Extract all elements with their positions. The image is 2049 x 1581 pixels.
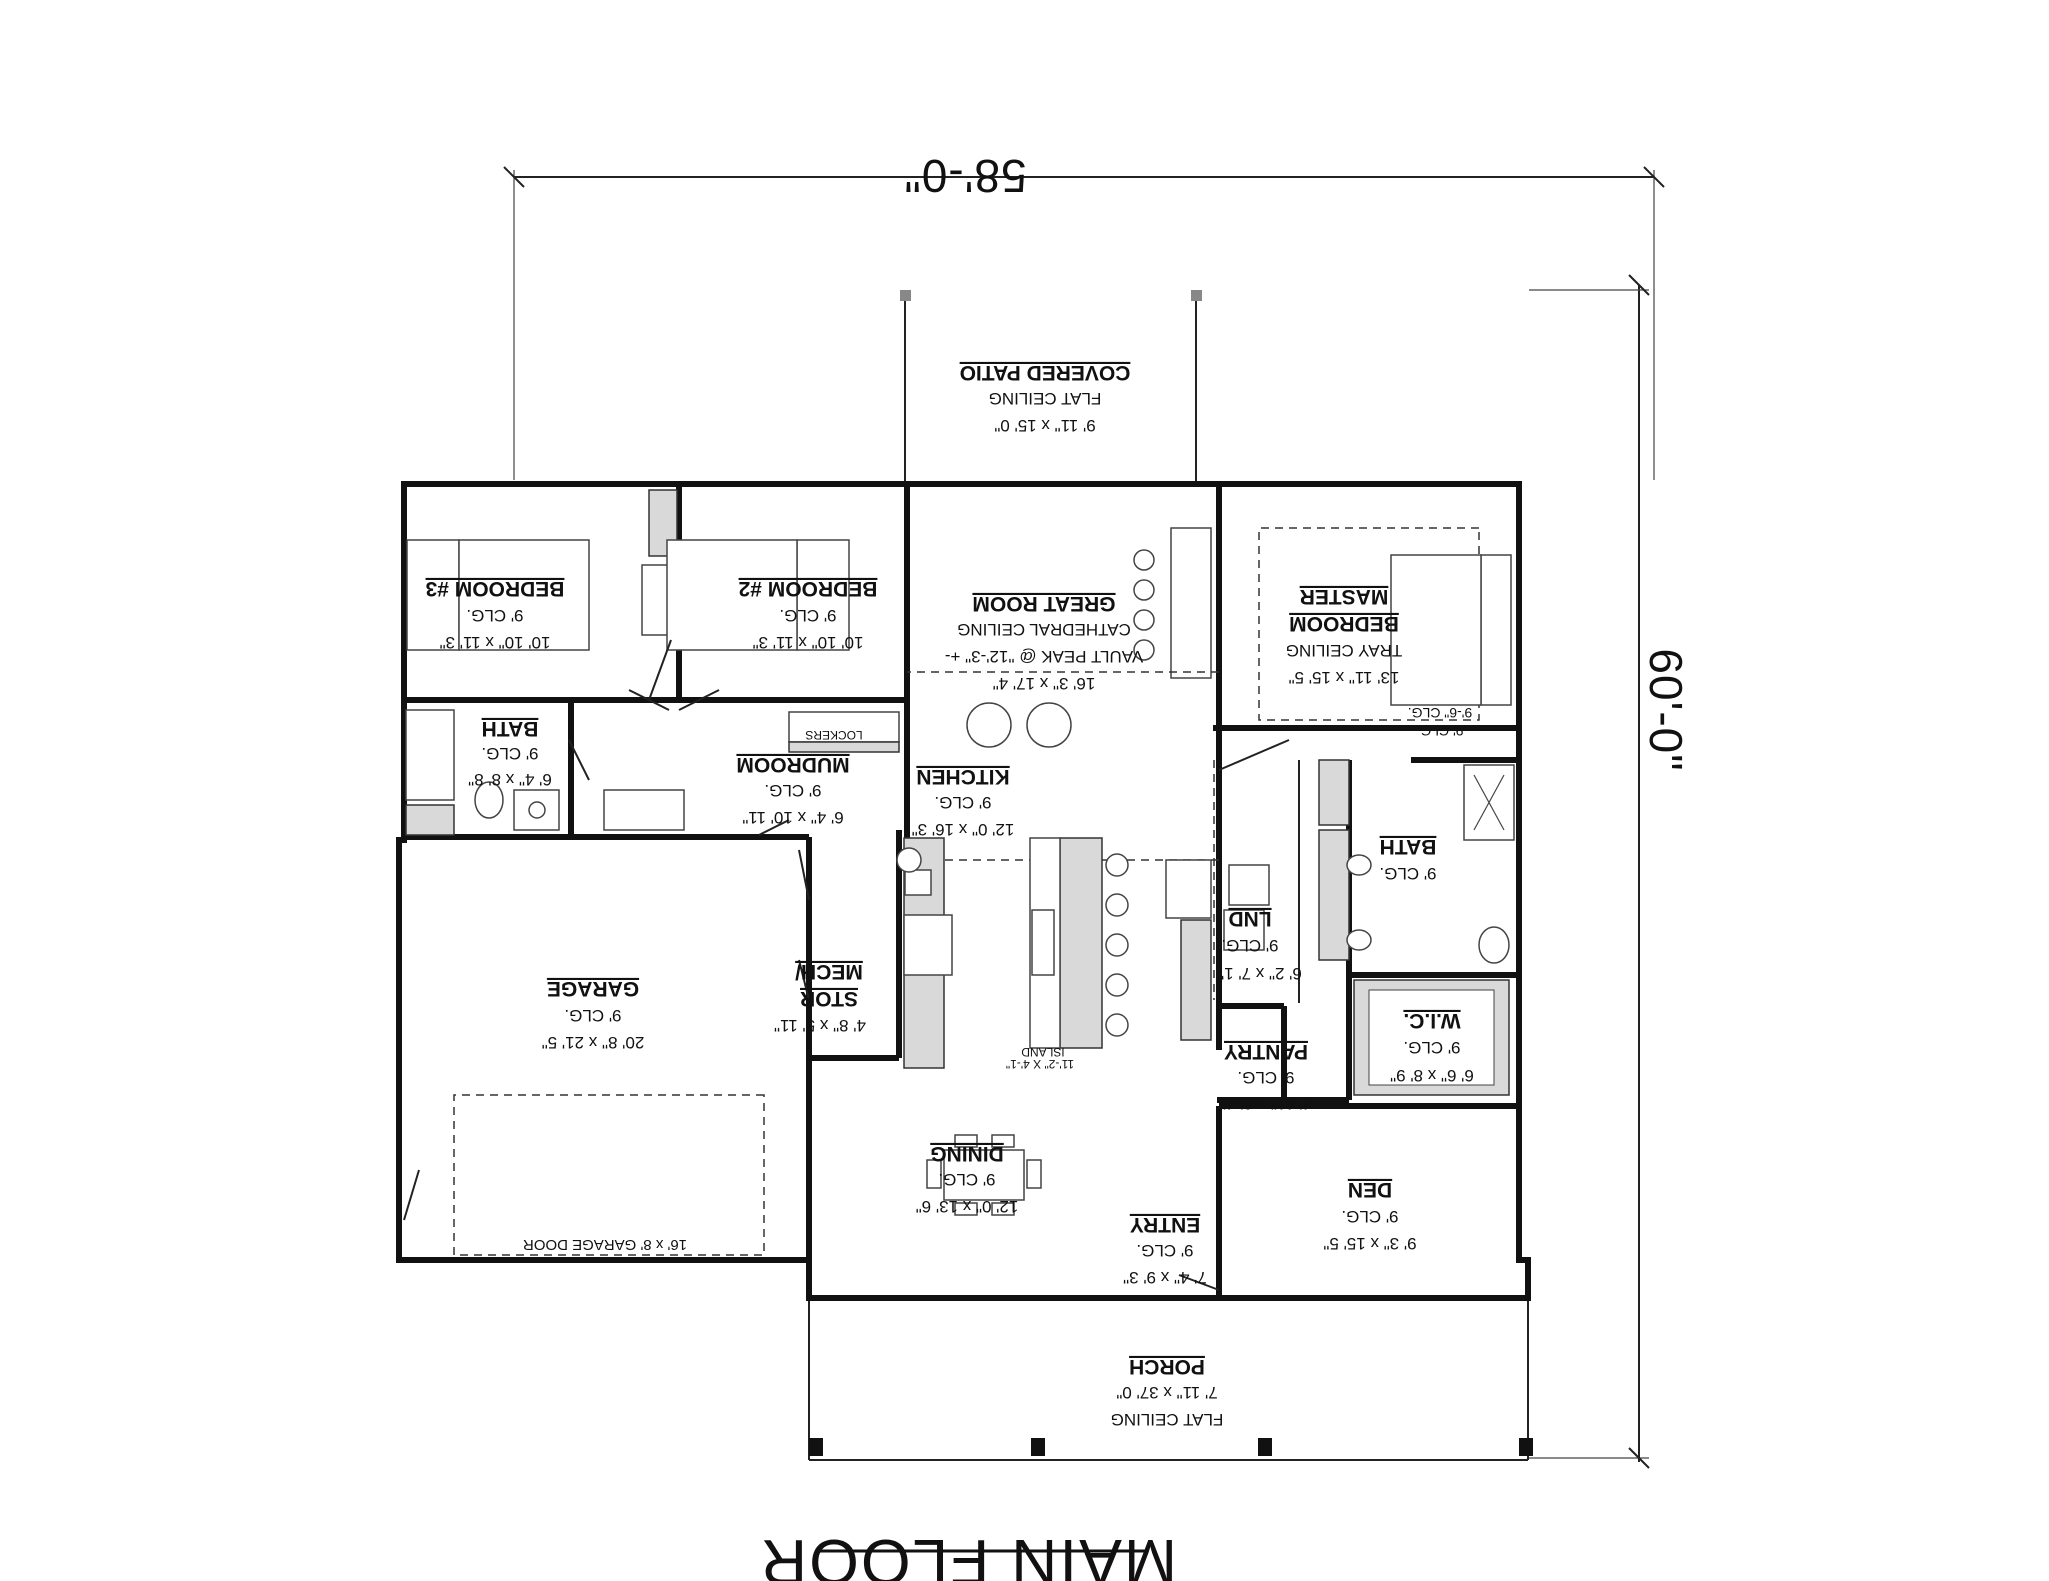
dining-size: 12' 0" x 13' 6" <box>916 1197 1019 1216</box>
bath-left-size: 6' 4" x 8' 8" <box>468 770 552 789</box>
bath-left-name: BATH <box>482 717 539 740</box>
floor-plan-geometry <box>396 166 1665 1469</box>
pantry-ceiling: 9' CLG. <box>1237 1068 1294 1087</box>
mudroom-size: 6' 4" x 10' 11" <box>742 808 843 827</box>
dining-table <box>926 1134 1042 1216</box>
master-bed <box>1258 527 1512 721</box>
mech-size: 4' 8" x 5' 11" <box>774 1016 866 1035</box>
wic-shelves <box>1353 979 1510 1096</box>
depth-dimension-line <box>1529 274 1650 1469</box>
kitchen-island <box>1029 837 1129 1049</box>
wic-name: W.I.C. <box>1403 1009 1460 1032</box>
mudroom-name: MUDROOM <box>736 753 849 776</box>
kitchen-size: 12' 0" x 16' 3" <box>912 820 1015 839</box>
door-swings <box>403 639 1290 1291</box>
covered-patio-size: 9' 11" x 15' 0" <box>994 416 1095 435</box>
great-room-name: GREAT ROOM <box>972 592 1115 615</box>
lnd-ceiling: 9' CLG. <box>1221 936 1278 955</box>
width-dimension: 58'-0" <box>903 150 1026 202</box>
wic-size: 6' 6" x 8' 9" <box>1390 1066 1474 1085</box>
covered-patio-ceiling: FLAT CEILING <box>989 389 1102 408</box>
great-room-sofa <box>1133 527 1212 679</box>
pantry-counter <box>1165 859 1212 1041</box>
bedroom3-name: BEDROOM #3 <box>426 577 565 600</box>
great-room-ceiling: CATHEDRAL CEILING <box>957 620 1131 639</box>
master-ceiling: TRAY CEILING <box>1286 641 1403 660</box>
garage-ceiling: 9' CLG. <box>564 1006 621 1025</box>
entry-size: 7' 4" x 9' 3" <box>1123 1268 1207 1287</box>
lnd-name: LND <box>1228 907 1271 930</box>
interior-walls <box>401 486 1517 1298</box>
pantry-size: 4' 11" x 6' 4" <box>1220 1094 1312 1113</box>
bedroom2-name: BEDROOM #2 <box>739 577 878 600</box>
labels: 58'-0" 60'-0" MAIN FLOOR COVERED PATIO F… <box>426 150 1692 1581</box>
master-name-2: BEDROOM <box>1289 612 1399 635</box>
den-size: 9' 3" x 15' 5" <box>1323 1234 1416 1253</box>
bedroom2-bed <box>666 539 850 651</box>
island-label: ISLAND <box>1021 1045 1065 1059</box>
dining-name: DINING <box>930 1142 1004 1165</box>
covered-patio-outline <box>900 290 1202 483</box>
bath-right-name: BATH <box>1380 835 1437 858</box>
bedroom2-size: 10' 10" x 11' 3" <box>753 633 864 652</box>
kitchen-counters <box>896 837 953 1069</box>
den-ceiling: 9' CLG. <box>1341 1207 1398 1226</box>
lnd-size: 6' 2" x 7' 1" <box>1218 964 1302 983</box>
kitchen-name: KITCHEN <box>916 765 1009 788</box>
dining-ceiling: 9' CLG. <box>938 1170 995 1189</box>
depth-dimension: 60'-0" <box>1640 648 1692 771</box>
bath-right-ceiling: 9' CLG. <box>1379 864 1436 883</box>
island-dim: 11'-2" X 4'-1" <box>1006 1057 1074 1071</box>
garage-door-label: 16' x 8' GARAGE DOOR <box>523 1236 687 1253</box>
great-room-size: 16' 3" x 17' 4" <box>993 674 1096 693</box>
garage-name: GARAGE <box>547 977 639 1000</box>
bedroom3-ceiling: 9' CLG. <box>466 606 523 625</box>
bar-stools <box>966 702 1072 748</box>
kitchen-ceiling: 9' CLG. <box>934 793 991 812</box>
den-name: DEN <box>1348 1178 1392 1201</box>
master-size: 13' 11" x 15' 5" <box>1289 668 1400 687</box>
bedroom3-bed <box>406 539 590 651</box>
entry-ceiling: 9' CLG. <box>1136 1241 1193 1260</box>
mech-name-2: STOR <box>800 987 858 1010</box>
pantry-name: PANTRY <box>1224 1040 1308 1063</box>
porch-ceiling: FLAT CEILING <box>1111 1410 1224 1429</box>
garage-door-outline <box>453 1094 765 1256</box>
bedroom2-ceiling: 9' CLG. <box>779 606 836 625</box>
porch-size: 7' 11" x 37' 0" <box>1116 1383 1217 1402</box>
master-clg: 9' CLG. <box>1416 723 1463 739</box>
mudroom-lockers <box>603 711 900 831</box>
bath-left-ceiling: 9' CLG. <box>481 744 538 763</box>
entry-name: ENTRY <box>1130 1213 1200 1236</box>
wic-ceiling: 9' CLG. <box>1403 1038 1460 1057</box>
covered-patio-name: COVERED PATIO <box>960 361 1131 384</box>
master-name-1: MASTER <box>1300 585 1389 608</box>
mech-name-1: MECH/ <box>795 960 863 983</box>
mudroom-ceiling: 9' CLG. <box>764 781 821 800</box>
width-dimension-line <box>503 166 1665 480</box>
bath-left-fixtures <box>405 709 560 836</box>
lockers-label: LOCKERS <box>805 728 862 742</box>
garage-size: 20' 8" x 21' 5" <box>542 1033 645 1052</box>
porch-name: PORCH <box>1129 1355 1205 1378</box>
master-tray-clg: 9'-6" CLG. <box>1408 705 1472 721</box>
plan-title: MAIN FLOOR <box>759 1526 1177 1581</box>
master-bath-fixtures <box>1223 759 1515 964</box>
great-room-vault: VAULT PEAK @ "12'-3" +- <box>945 647 1143 666</box>
porch-outline <box>808 1298 1533 1461</box>
bedroom3-size: 10' 10" x 11' 3" <box>440 633 551 652</box>
